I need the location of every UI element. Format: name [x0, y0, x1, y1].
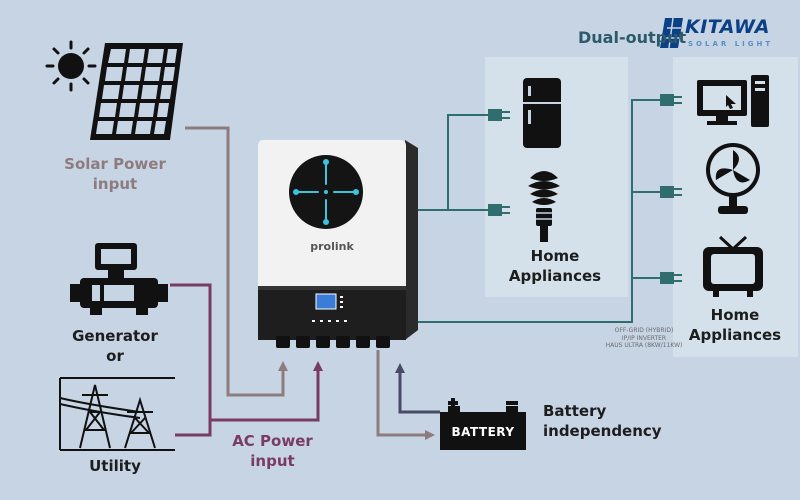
output-lines — [415, 99, 660, 323]
solar-panel-icon — [90, 43, 183, 140]
kitawa-logo-tagline: SOLAR LIGHT — [688, 40, 774, 48]
light-bulb-icon — [528, 171, 560, 242]
tv-icon — [703, 235, 763, 297]
home-appliances-label-2: Home Appliances — [688, 306, 782, 344]
home-appliances-label-1: Home Appliances — [508, 247, 602, 285]
utility-input-line — [175, 420, 212, 437]
inverter-display-icon — [289, 155, 363, 229]
battery-charge-line — [376, 350, 435, 440]
inverter-lcd — [315, 293, 337, 310]
refrigerator-icon — [523, 78, 561, 148]
plug-icon-1 — [488, 109, 510, 121]
plug-icon-3 — [660, 94, 682, 106]
generator-icon — [70, 243, 168, 315]
battery-discharge-line — [395, 363, 440, 414]
generator-label: Generator or — [72, 327, 158, 365]
dual-output-title: Dual-output — [578, 28, 687, 47]
inverter-brand: prolink — [310, 240, 354, 253]
inverter-device — [258, 140, 418, 348]
sun-icon — [45, 40, 97, 92]
plug-icons — [488, 94, 682, 284]
plug-icon-5 — [660, 272, 682, 284]
inverter-ports — [276, 336, 390, 348]
battery-device — [440, 398, 526, 450]
utility-pylon-icon — [59, 377, 175, 451]
ac-power-input-label: AC Power input — [232, 432, 313, 470]
inverter-model-note: OFF-GRID (HYBRID) IP/IP INVERTER HAUS UL… — [605, 327, 683, 349]
battery-device-label: BATTERY — [451, 425, 515, 439]
fan-icon — [706, 143, 760, 214]
plug-icon-2 — [488, 204, 510, 216]
computer-icon — [697, 75, 769, 127]
kitawa-logo-text: KITAWA — [685, 16, 770, 38]
solar-input-line — [185, 126, 288, 397]
kitawa-logo-mark — [660, 17, 683, 49]
battery-independency-label: Battery independency — [543, 402, 662, 440]
plug-icon-4 — [660, 186, 682, 198]
utility-label: Utility — [89, 457, 141, 475]
solar-power-input-label: Solar Power input — [64, 155, 166, 193]
